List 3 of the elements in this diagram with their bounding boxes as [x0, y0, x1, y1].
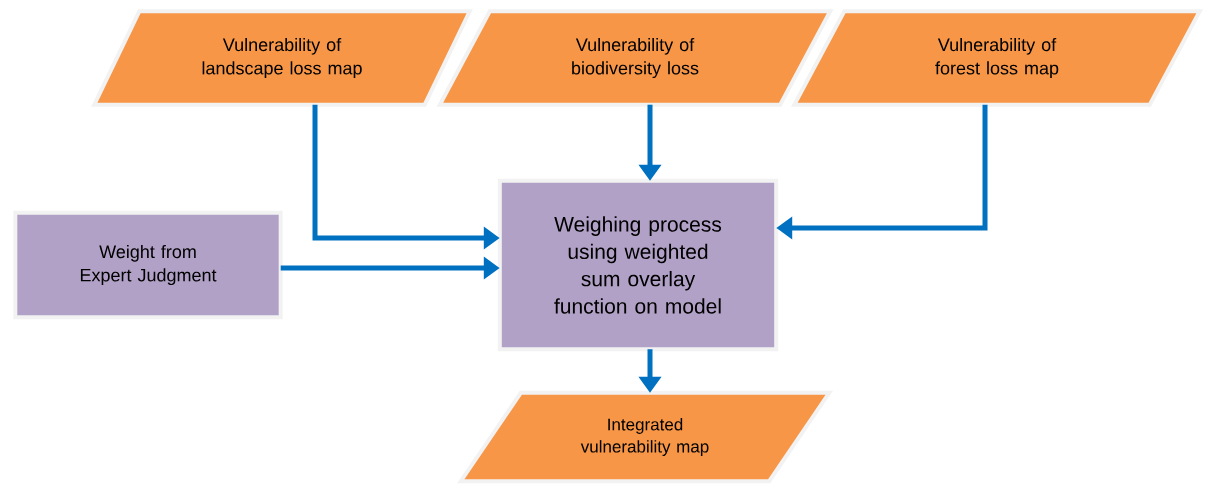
process-box: Weight from Expert Judgment: [13, 210, 283, 320]
node-label: Vulnerability of forest loss map: [935, 37, 1059, 79]
process-box: Weighing process using weighted sum overlay function on model: [497, 178, 779, 352]
